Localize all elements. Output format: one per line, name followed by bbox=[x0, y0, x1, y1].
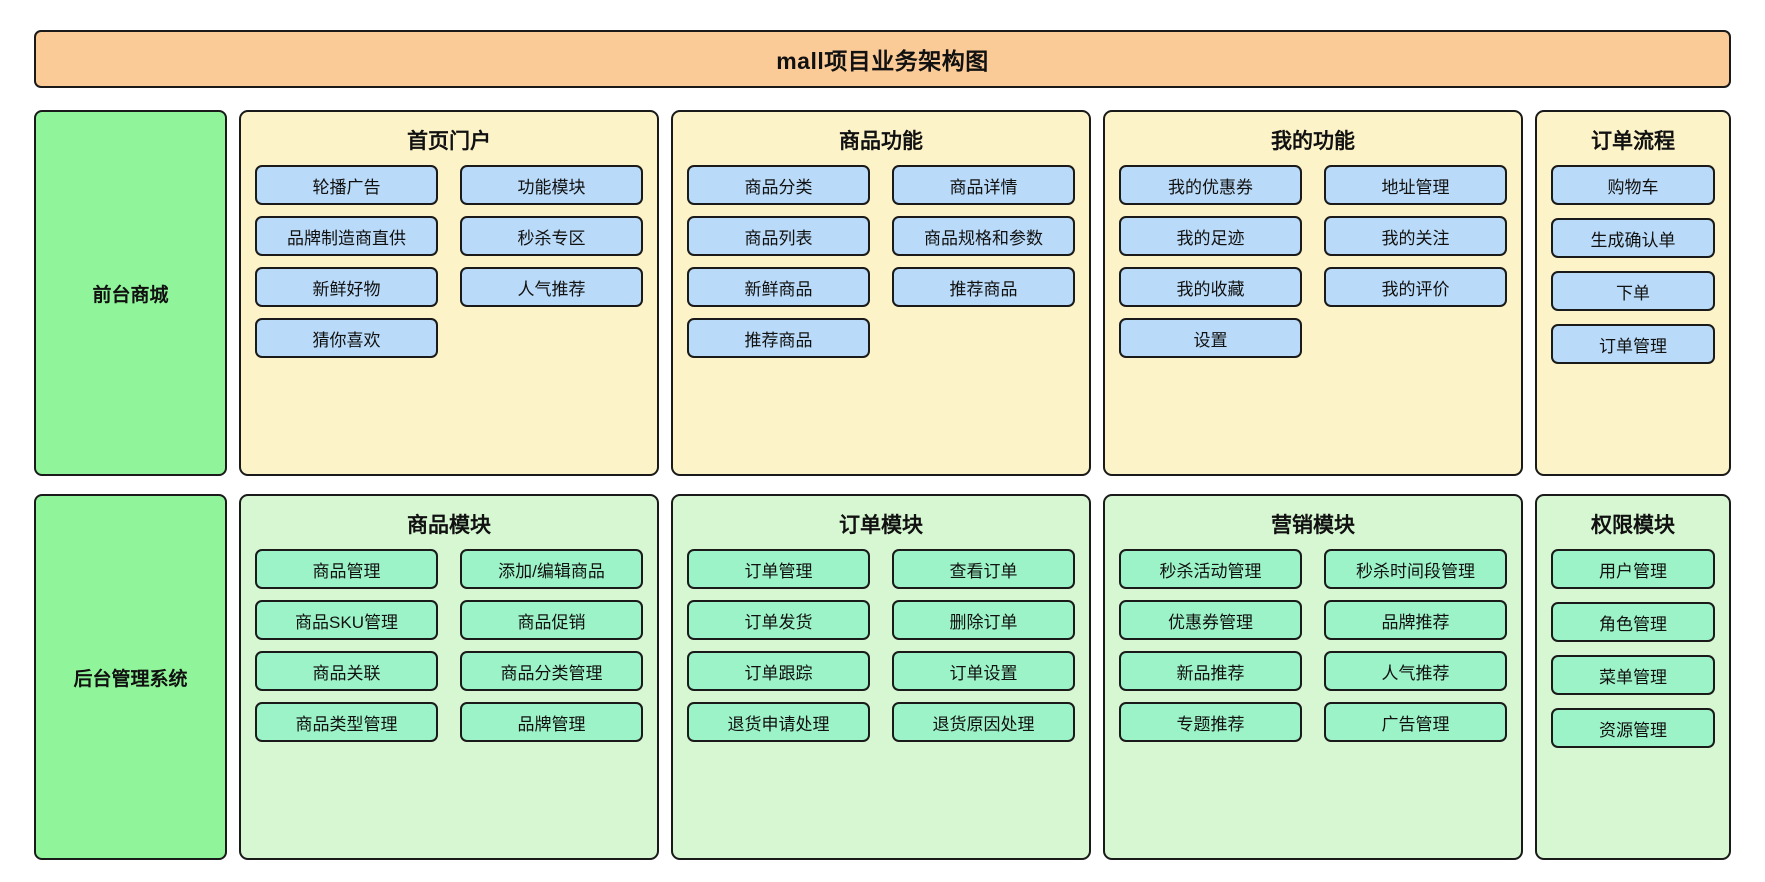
group-admin-2: 营销模块秒杀活动管理秒杀时间段管理优惠券管理品牌推荐新品推荐人气推荐专题推荐广告… bbox=[1103, 494, 1523, 860]
feature-chip[interactable]: 用户管理 bbox=[1551, 549, 1715, 590]
feature-chip[interactable]: 功能模块 bbox=[460, 165, 643, 206]
feature-chip[interactable]: 我的评价 bbox=[1324, 267, 1507, 308]
feature-chip[interactable]: 商品分类管理 bbox=[460, 651, 643, 692]
feature-chip[interactable]: 我的优惠券 bbox=[1119, 165, 1302, 206]
feature-chip[interactable]: 地址管理 bbox=[1324, 165, 1507, 206]
feature-chip[interactable]: 删除订单 bbox=[892, 600, 1075, 641]
group-title: 订单模块 bbox=[839, 514, 923, 537]
feature-chip[interactable]: 商品关联 bbox=[255, 651, 438, 692]
feature-chip[interactable]: 商品管理 bbox=[255, 549, 438, 590]
chip-list: 秒杀活动管理秒杀时间段管理优惠券管理品牌推荐新品推荐人气推荐专题推荐广告管理 bbox=[1119, 549, 1507, 743]
group-title: 商品模块 bbox=[407, 514, 491, 537]
group-admin-0: 商品模块商品管理添加/编辑商品商品SKU管理商品促销商品关联商品分类管理商品类型… bbox=[239, 494, 659, 860]
chip-list: 商品分类商品详情商品列表商品规格和参数新鲜商品推荐商品推荐商品 bbox=[687, 165, 1075, 359]
group-container-admin: 商品模块商品管理添加/编辑商品商品SKU管理商品促销商品关联商品分类管理商品类型… bbox=[239, 494, 1731, 860]
feature-chip[interactable]: 下单 bbox=[1551, 271, 1715, 312]
side-label-frontend: 前台商城 bbox=[34, 110, 227, 476]
feature-chip[interactable]: 资源管理 bbox=[1551, 708, 1715, 749]
group-frontend-0: 首页门户轮播广告功能模块品牌制造商直供秒杀专区新鲜好物人气推荐猜你喜欢 bbox=[239, 110, 659, 476]
chip-list: 用户管理角色管理菜单管理资源管理 bbox=[1551, 549, 1715, 749]
feature-chip[interactable]: 退货原因处理 bbox=[892, 702, 1075, 743]
group-admin-1: 订单模块订单管理查看订单订单发货删除订单订单跟踪订单设置退货申请处理退货原因处理 bbox=[671, 494, 1091, 860]
chip-list: 我的优惠券地址管理我的足迹我的关注我的收藏我的评价设置 bbox=[1119, 165, 1507, 359]
group-title: 订单流程 bbox=[1591, 130, 1675, 153]
feature-chip[interactable]: 品牌管理 bbox=[460, 702, 643, 743]
feature-chip[interactable]: 订单发货 bbox=[687, 600, 870, 641]
feature-chip[interactable]: 商品详情 bbox=[892, 165, 1075, 206]
feature-chip[interactable]: 秒杀时间段管理 bbox=[1324, 549, 1507, 590]
feature-chip[interactable]: 品牌制造商直供 bbox=[255, 216, 438, 257]
feature-chip[interactable]: 商品促销 bbox=[460, 600, 643, 641]
feature-chip[interactable]: 查看订单 bbox=[892, 549, 1075, 590]
feature-chip[interactable]: 添加/编辑商品 bbox=[460, 549, 643, 590]
group-title: 首页门户 bbox=[407, 130, 491, 153]
feature-chip[interactable]: 品牌推荐 bbox=[1324, 600, 1507, 641]
feature-chip[interactable]: 推荐商品 bbox=[892, 267, 1075, 308]
chip-list: 购物车生成确认单下单订单管理 bbox=[1551, 165, 1715, 365]
feature-chip[interactable]: 商品分类 bbox=[687, 165, 870, 206]
feature-chip[interactable]: 购物车 bbox=[1551, 165, 1715, 206]
diagram-title: mall项目业务架构图 bbox=[34, 30, 1731, 88]
group-title: 商品功能 bbox=[839, 130, 923, 153]
feature-chip[interactable]: 订单管理 bbox=[1551, 324, 1715, 365]
feature-chip[interactable]: 新品推荐 bbox=[1119, 651, 1302, 692]
band-admin: 后台管理系统商品模块商品管理添加/编辑商品商品SKU管理商品促销商品关联商品分类… bbox=[34, 494, 1731, 860]
feature-chip[interactable]: 广告管理 bbox=[1324, 702, 1507, 743]
feature-chip[interactable]: 订单设置 bbox=[892, 651, 1075, 692]
chip-list: 订单管理查看订单订单发货删除订单订单跟踪订单设置退货申请处理退货原因处理 bbox=[687, 549, 1075, 743]
feature-chip[interactable]: 新鲜好物 bbox=[255, 267, 438, 308]
feature-chip[interactable]: 商品类型管理 bbox=[255, 702, 438, 743]
feature-chip[interactable]: 推荐商品 bbox=[687, 318, 870, 359]
feature-chip[interactable]: 新鲜商品 bbox=[687, 267, 870, 308]
feature-chip[interactable]: 我的收藏 bbox=[1119, 267, 1302, 308]
feature-chip[interactable]: 轮播广告 bbox=[255, 165, 438, 206]
group-title: 权限模块 bbox=[1591, 514, 1675, 537]
feature-chip[interactable]: 退货申请处理 bbox=[687, 702, 870, 743]
group-frontend-2: 我的功能我的优惠券地址管理我的足迹我的关注我的收藏我的评价设置 bbox=[1103, 110, 1523, 476]
feature-chip[interactable]: 猜你喜欢 bbox=[255, 318, 438, 359]
chip-list: 商品管理添加/编辑商品商品SKU管理商品促销商品关联商品分类管理商品类型管理品牌… bbox=[255, 549, 643, 743]
chip-list: 轮播广告功能模块品牌制造商直供秒杀专区新鲜好物人气推荐猜你喜欢 bbox=[255, 165, 643, 359]
feature-chip[interactable]: 商品SKU管理 bbox=[255, 600, 438, 641]
feature-chip[interactable]: 角色管理 bbox=[1551, 602, 1715, 643]
group-frontend-3: 订单流程购物车生成确认单下单订单管理 bbox=[1535, 110, 1731, 476]
feature-chip[interactable]: 优惠券管理 bbox=[1119, 600, 1302, 641]
group-title: 我的功能 bbox=[1271, 130, 1355, 153]
feature-chip[interactable]: 我的关注 bbox=[1324, 216, 1507, 257]
feature-chip[interactable]: 秒杀专区 bbox=[460, 216, 643, 257]
feature-chip[interactable]: 设置 bbox=[1119, 318, 1302, 359]
feature-chip[interactable]: 商品列表 bbox=[687, 216, 870, 257]
group-frontend-1: 商品功能商品分类商品详情商品列表商品规格和参数新鲜商品推荐商品推荐商品 bbox=[671, 110, 1091, 476]
feature-chip[interactable]: 订单管理 bbox=[687, 549, 870, 590]
feature-chip[interactable]: 人气推荐 bbox=[460, 267, 643, 308]
side-label-admin: 后台管理系统 bbox=[34, 494, 227, 860]
band-frontend: 前台商城首页门户轮播广告功能模块品牌制造商直供秒杀专区新鲜好物人气推荐猜你喜欢商… bbox=[34, 110, 1731, 476]
feature-chip[interactable]: 专题推荐 bbox=[1119, 702, 1302, 743]
feature-chip[interactable]: 订单跟踪 bbox=[687, 651, 870, 692]
feature-chip[interactable]: 秒杀活动管理 bbox=[1119, 549, 1302, 590]
feature-chip[interactable]: 人气推荐 bbox=[1324, 651, 1507, 692]
feature-chip[interactable]: 菜单管理 bbox=[1551, 655, 1715, 696]
group-container-frontend: 首页门户轮播广告功能模块品牌制造商直供秒杀专区新鲜好物人气推荐猜你喜欢商品功能商… bbox=[239, 110, 1731, 476]
feature-chip[interactable]: 生成确认单 bbox=[1551, 218, 1715, 259]
feature-chip[interactable]: 我的足迹 bbox=[1119, 216, 1302, 257]
feature-chip[interactable]: 商品规格和参数 bbox=[892, 216, 1075, 257]
group-admin-3: 权限模块用户管理角色管理菜单管理资源管理 bbox=[1535, 494, 1731, 860]
group-title: 营销模块 bbox=[1271, 514, 1355, 537]
